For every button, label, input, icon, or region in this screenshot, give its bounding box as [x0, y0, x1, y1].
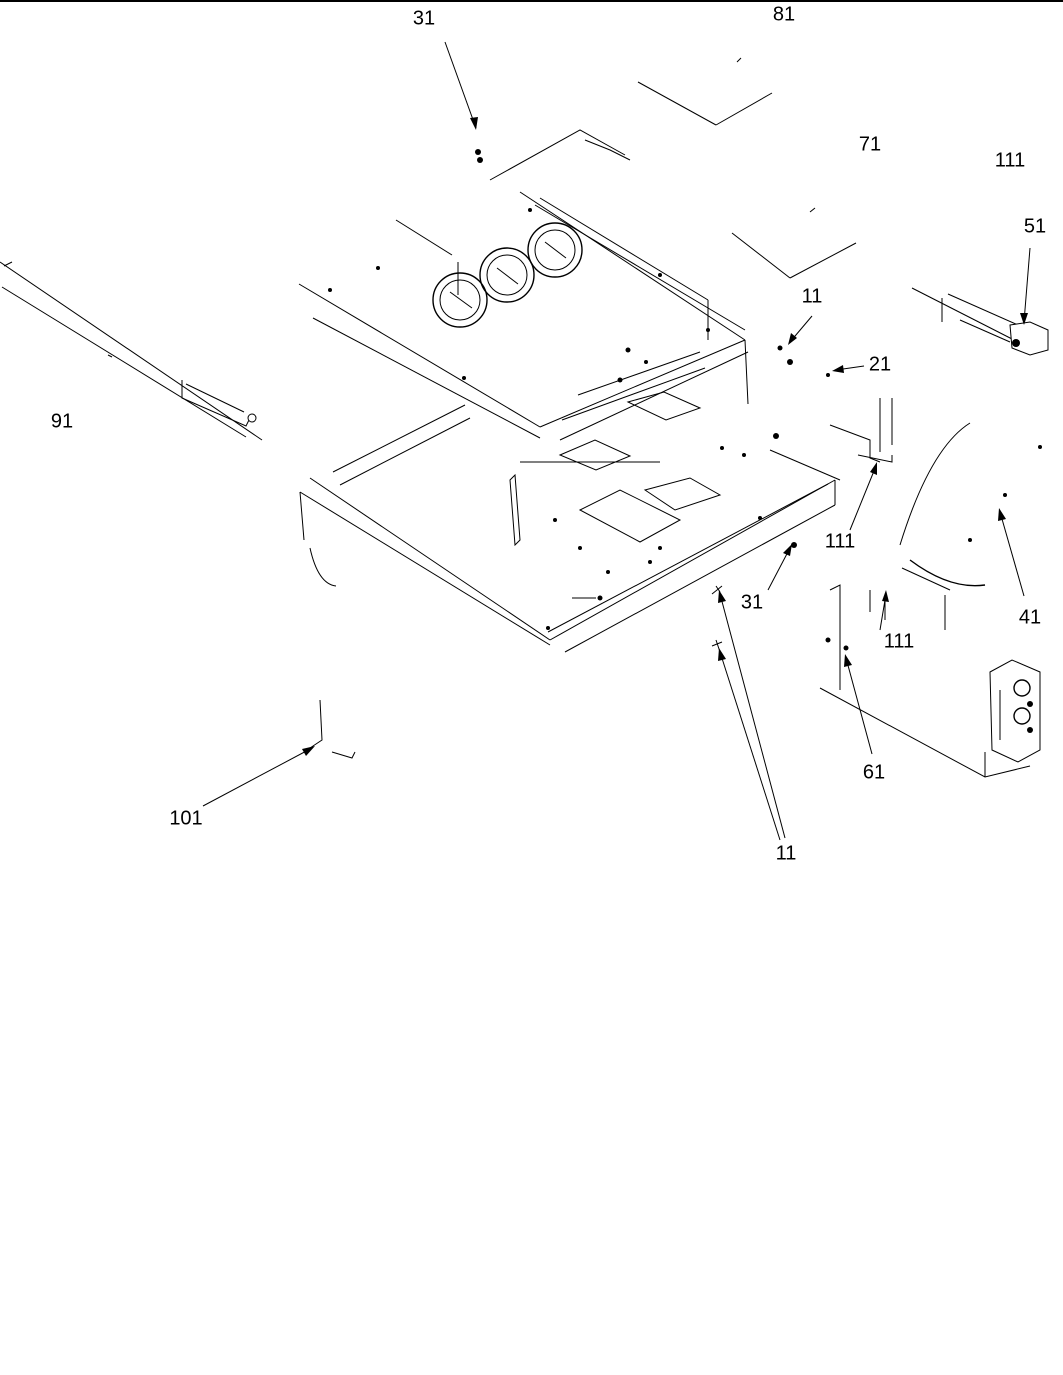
callout-61: 61	[863, 761, 885, 783]
callout-21: 21	[869, 353, 891, 375]
callout-51: 51	[1024, 215, 1046, 237]
part-91-side-rail	[0, 261, 263, 441]
callout-111-lower: 111	[884, 630, 914, 652]
part-21-111-bracket	[826, 373, 893, 463]
part-101-foot	[309, 699, 356, 759]
part-81-top-panel	[637, 57, 773, 126]
callout-111-top: 111	[995, 149, 1025, 171]
callout-81: 81	[773, 3, 795, 25]
upper-frame-assembly	[298, 129, 749, 471]
callout-11-upper: 11	[802, 285, 823, 307]
base-pan-assembly	[299, 404, 841, 653]
leader-lines	[202, 41, 1031, 841]
top-border-rule	[0, 0, 1063, 2]
callout-101: 101	[169, 807, 202, 829]
part-11-screws	[711, 345, 797, 653]
part-61-mounting-plate	[819, 584, 1041, 778]
part-41-curved-cover	[899, 422, 1042, 630]
callout-11-lower: 11	[776, 842, 797, 864]
part-71-cover-panel	[731, 207, 857, 279]
callout-111-middle: 111	[825, 530, 855, 552]
callout-41: 41	[1019, 606, 1041, 628]
callout-31-top: 31	[413, 7, 435, 29]
callout-71: 71	[859, 133, 881, 155]
callout-91: 91	[51, 410, 73, 432]
part-51-bracket	[911, 287, 1049, 356]
callout-labels: 31 81 71 111 51 11 21 91 111 31 41 111 6…	[51, 3, 1046, 864]
callout-31-lower: 31	[741, 591, 763, 613]
